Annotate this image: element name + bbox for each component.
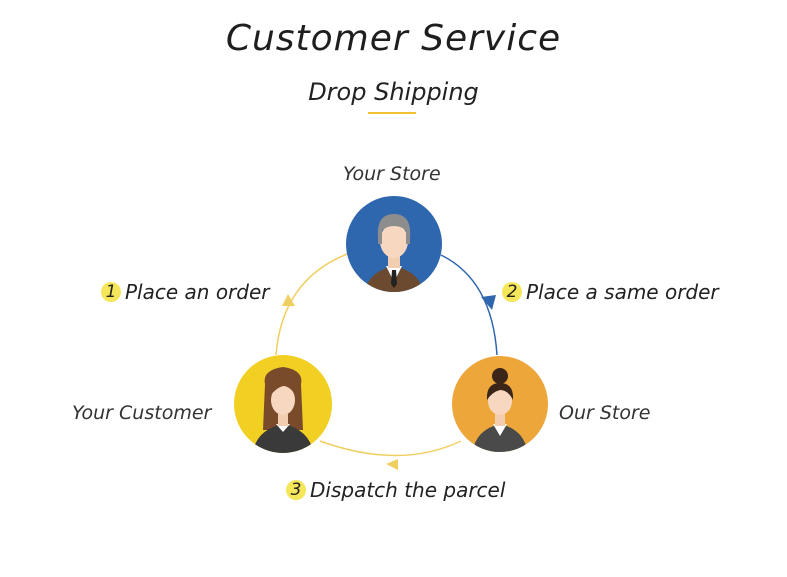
businessman-avatar-icon [364,214,424,292]
step-number-badge: 1 [101,282,121,302]
node-your-store [346,196,442,292]
page-subtitle: Drop Shipping [308,78,479,106]
node-label-your-customer: Your Customer [72,402,212,424]
arrow-place-same-order [440,254,498,356]
step-1: 1 Place an order [101,280,270,304]
step-3: 3 Dispatch the parcel [286,478,505,502]
step-label: Dispatch the parcel [310,478,506,502]
woman-avatar-icon [252,367,314,453]
step-number-badge: 2 [502,282,522,302]
step-number-badge: 3 [286,480,306,500]
node-your-customer [234,355,332,453]
arrowhead-place-same-order [481,295,496,310]
subtitle-underline [368,112,416,114]
arrowhead-dispatch-parcel [386,459,398,470]
step-2: 2 Place a same order [502,280,719,304]
step-label: Place a same order [526,280,719,304]
node-label-our-store: Our Store [559,402,651,424]
node-our-store [452,356,548,452]
businesswoman-avatar-icon [472,368,528,452]
node-label-your-store: Your Store [343,163,441,185]
page-title: Customer Service [225,18,562,59]
arrowhead-place-order [282,294,295,306]
step-label: Place an order [125,280,270,304]
arrow-place-order [275,253,348,356]
arrow-dispatch-parcel [319,440,462,457]
